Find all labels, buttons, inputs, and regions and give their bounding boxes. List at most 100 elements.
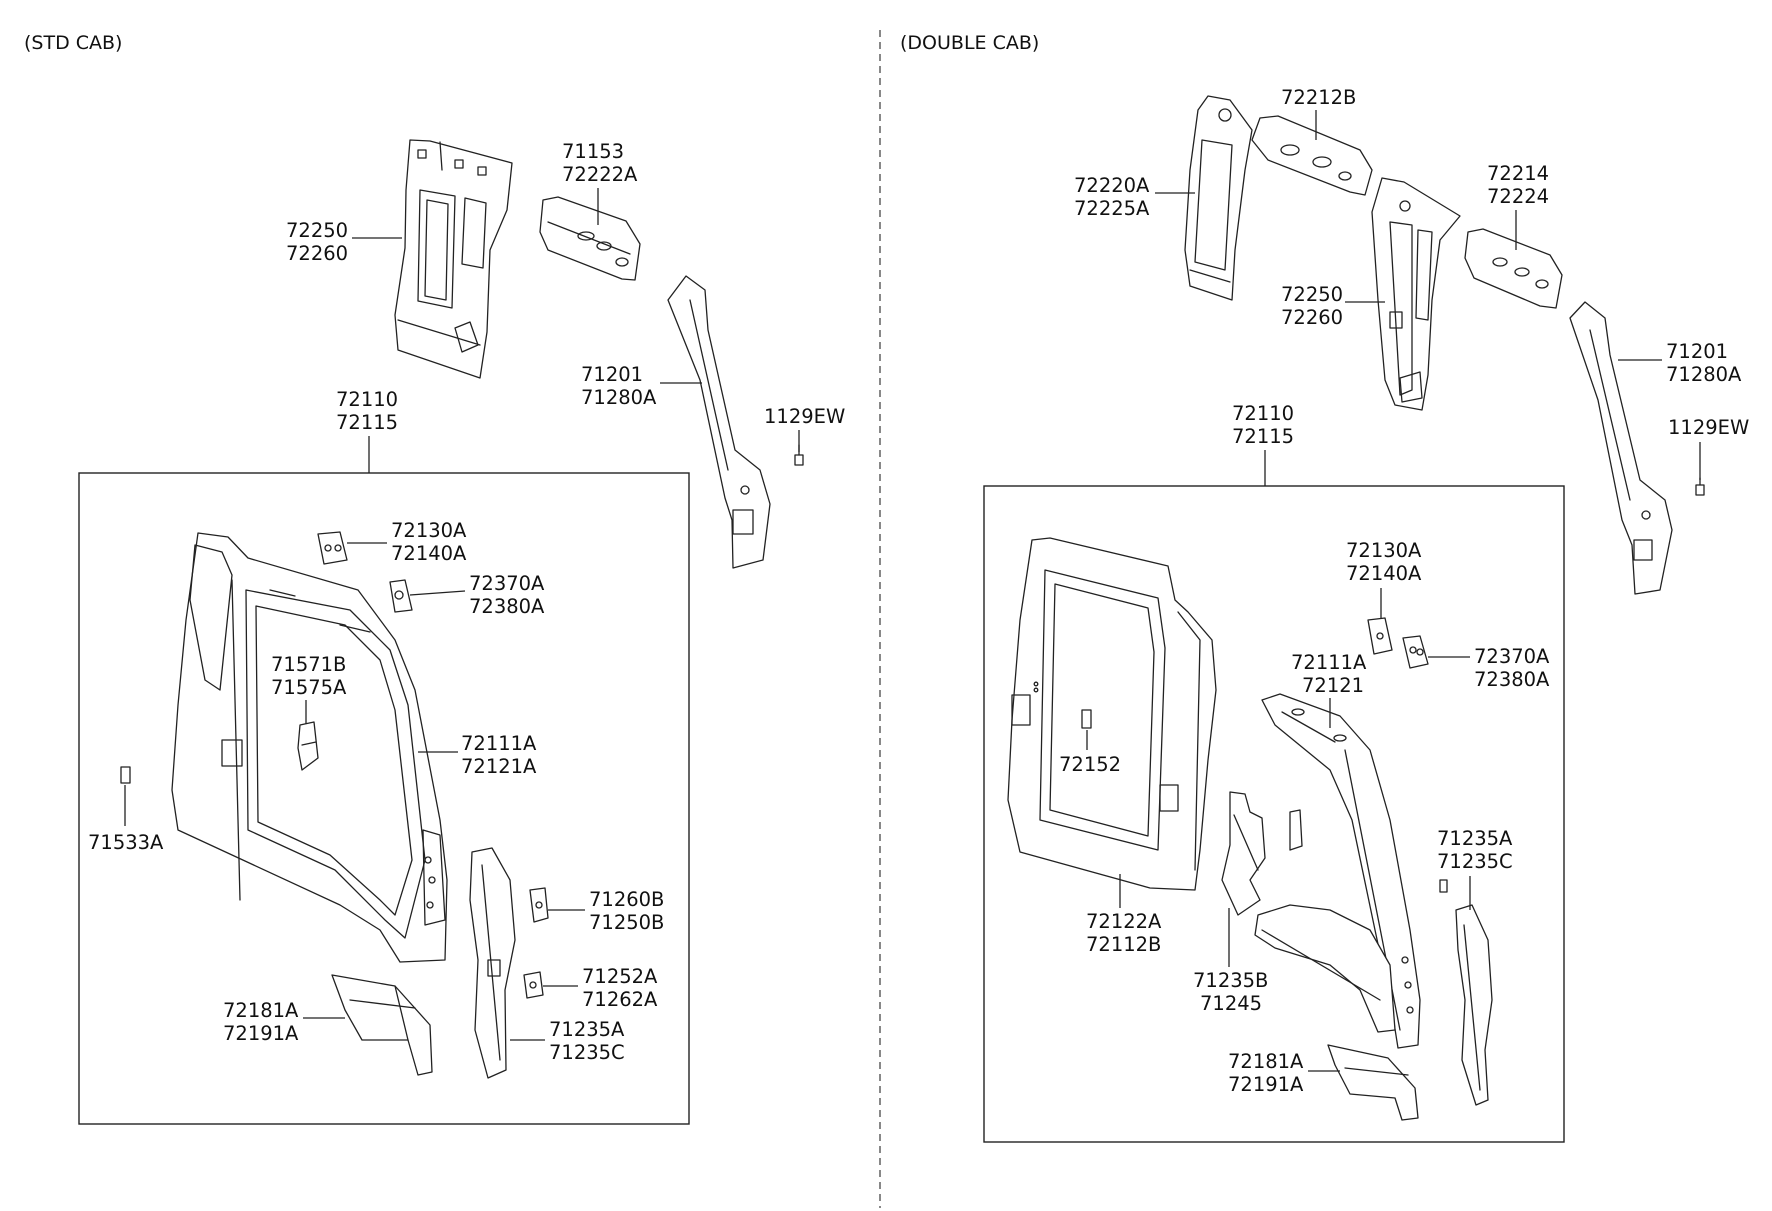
label-72110-double: 72110 72115: [1232, 402, 1294, 486]
svg-text:72152: 72152: [1059, 753, 1121, 776]
svg-text:72250: 72250: [286, 219, 348, 242]
svg-text:72115: 72115: [336, 411, 398, 434]
svg-text:72250: 72250: [1281, 283, 1343, 306]
label-71153-std: 71153 72222A: [562, 140, 638, 225]
label-72181a-double: 72181A 72191A: [1228, 1050, 1340, 1096]
part-71235a-reinforcement-std[interactable]: [469, 847, 516, 1079]
svg-text:72130A: 72130A: [1346, 539, 1422, 562]
std-cab-section: (STD CAB) 72250 72260 7: [24, 32, 845, 1125]
part-72214-roof-rail-double[interactable]: [1464, 228, 1563, 309]
part-71235b-reinforcement-double[interactable]: [1221, 791, 1266, 916]
part-71201-a-pillar-double[interactable]: [1569, 301, 1673, 595]
svg-text:71235A: 71235A: [1437, 827, 1513, 850]
part-72250-center-panel-double[interactable]: [1371, 177, 1461, 411]
svg-text:72140A: 72140A: [391, 542, 467, 565]
svg-text:72110: 72110: [1232, 402, 1294, 425]
svg-text:71153: 71153: [562, 140, 624, 163]
part-72370a-bracket-std[interactable]: [389, 579, 413, 613]
svg-text:72140A: 72140A: [1346, 562, 1422, 585]
svg-text:71260B: 71260B: [589, 888, 664, 911]
part-72212b-roof-rail-double[interactable]: [1251, 115, 1373, 196]
svg-text:71201: 71201: [581, 363, 643, 386]
svg-text:72111A: 72111A: [461, 732, 537, 755]
part-72130a-bracket-std[interactable]: [317, 531, 348, 565]
svg-text:72380A: 72380A: [1474, 668, 1550, 691]
label-72130a-std: 72130A 72140A: [347, 519, 467, 565]
part-lower-sill-double[interactable]: [1254, 904, 1396, 1033]
label-71235a-double: 71235A 71235C: [1437, 827, 1513, 910]
svg-text:71252A: 71252A: [582, 965, 658, 988]
svg-text:72225A: 72225A: [1074, 197, 1150, 220]
assembly-box-72110-double: [983, 485, 1565, 1143]
svg-text:72121: 72121: [1302, 674, 1364, 697]
label-72220a-double: 72220A 72225A: [1074, 174, 1195, 220]
label-71201-double: 71201 71280A: [1618, 340, 1742, 386]
label-72370a-std: 72370A 72380A: [409, 572, 545, 618]
part-72220a-rear-panel-double[interactable]: [1184, 95, 1253, 301]
svg-text:72115: 72115: [1232, 425, 1294, 448]
part-71235a-reinforcement-double[interactable]: [1439, 879, 1493, 1106]
svg-text:71280A: 71280A: [1666, 363, 1742, 386]
svg-text:72260: 72260: [1281, 306, 1343, 329]
svg-text:72181A: 72181A: [223, 999, 299, 1022]
part-72111a-b-pillar-double[interactable]: [1261, 693, 1421, 1049]
svg-text:71262A: 71262A: [582, 988, 658, 1011]
part-small-clip-double[interactable]: [1289, 809, 1303, 851]
part-71571b-bracket-std[interactable]: [297, 721, 319, 771]
svg-text:71201: 71201: [1666, 340, 1728, 363]
svg-text:71571B: 71571B: [271, 653, 346, 676]
label-71235a-std: 71235A 71235C: [510, 1018, 625, 1064]
svg-text:72191A: 72191A: [223, 1022, 299, 1045]
label-72214-double: 72214 72224: [1487, 162, 1549, 250]
svg-text:72191A: 72191A: [1228, 1073, 1304, 1096]
part-71252a-bracket-std[interactable]: [523, 971, 544, 999]
part-72181a-sill-double[interactable]: [1327, 1044, 1419, 1121]
part-72181a-sill-std[interactable]: [331, 974, 433, 1076]
svg-text:71250B: 71250B: [589, 911, 664, 934]
double-cab-title: (DOUBLE CAB): [900, 32, 1039, 54]
part-72130a-bracket-double[interactable]: [1367, 617, 1393, 655]
svg-text:71235B: 71235B: [1193, 969, 1268, 992]
part-72250-back-panel-std[interactable]: [394, 139, 513, 379]
svg-text:72222A: 72222A: [562, 163, 638, 186]
svg-text:72370A: 72370A: [1474, 645, 1550, 668]
svg-text:71575A: 71575A: [271, 676, 347, 699]
svg-text:72121A: 72121A: [461, 755, 537, 778]
svg-text:72380A: 72380A: [469, 595, 545, 618]
label-71235b-double: 71235B 71245: [1193, 908, 1268, 1015]
part-72152-clip-double[interactable]: [1081, 709, 1092, 729]
label-72110-std: 72110 72115: [336, 388, 398, 473]
svg-text:71235C: 71235C: [549, 1041, 625, 1064]
svg-text:72111A: 72111A: [1291, 651, 1367, 674]
part-71533a-clip-std[interactable]: [120, 766, 131, 784]
part-71260b-bracket-std[interactable]: [529, 887, 549, 923]
part-72122a-side-panel-double[interactable]: [1007, 537, 1217, 891]
svg-text:71235A: 71235A: [549, 1018, 625, 1041]
label-71201-std: 71201 71280A: [581, 363, 702, 409]
label-72111a-std: 72111A 72121A: [418, 732, 537, 778]
label-72250-std: 72250 72260: [286, 219, 402, 265]
svg-text:1129EW: 1129EW: [764, 405, 845, 428]
label-71571b-std: 71571B 71575A: [271, 653, 347, 724]
part-72370a-bracket-double[interactable]: [1402, 635, 1429, 669]
label-72122a-double: 72122A 72112B: [1086, 874, 1162, 956]
label-72212b-double: 72212B: [1281, 86, 1356, 140]
label-1129ew-std: 1129EW: [764, 405, 845, 452]
label-71533a-std: 71533A: [88, 785, 164, 854]
assembly-box-72110-std: [78, 472, 690, 1125]
label-72181a-std: 72181A 72191A: [223, 999, 345, 1045]
svg-text:72181A: 72181A: [1228, 1050, 1304, 1073]
svg-text:72220A: 72220A: [1074, 174, 1150, 197]
label-1129ew-double: 1129EW: [1668, 416, 1749, 480]
svg-text:72212B: 72212B: [1281, 86, 1356, 109]
label-71252a-std: 71252A 71262A: [543, 965, 658, 1011]
part-71153-roof-rail-std[interactable]: [539, 196, 641, 281]
double-cab-section: (DOUBLE CAB) 72212B 72220A 72225A: [900, 32, 1749, 1143]
part-71201-a-pillar-std[interactable]: [667, 275, 771, 569]
svg-text:72110: 72110: [336, 388, 398, 411]
label-71260b-std: 71260B 71250B: [548, 888, 664, 934]
svg-text:71280A: 71280A: [581, 386, 657, 409]
svg-text:71235C: 71235C: [1437, 850, 1513, 873]
part-1129ew-bolt-double[interactable]: [1695, 477, 1705, 496]
